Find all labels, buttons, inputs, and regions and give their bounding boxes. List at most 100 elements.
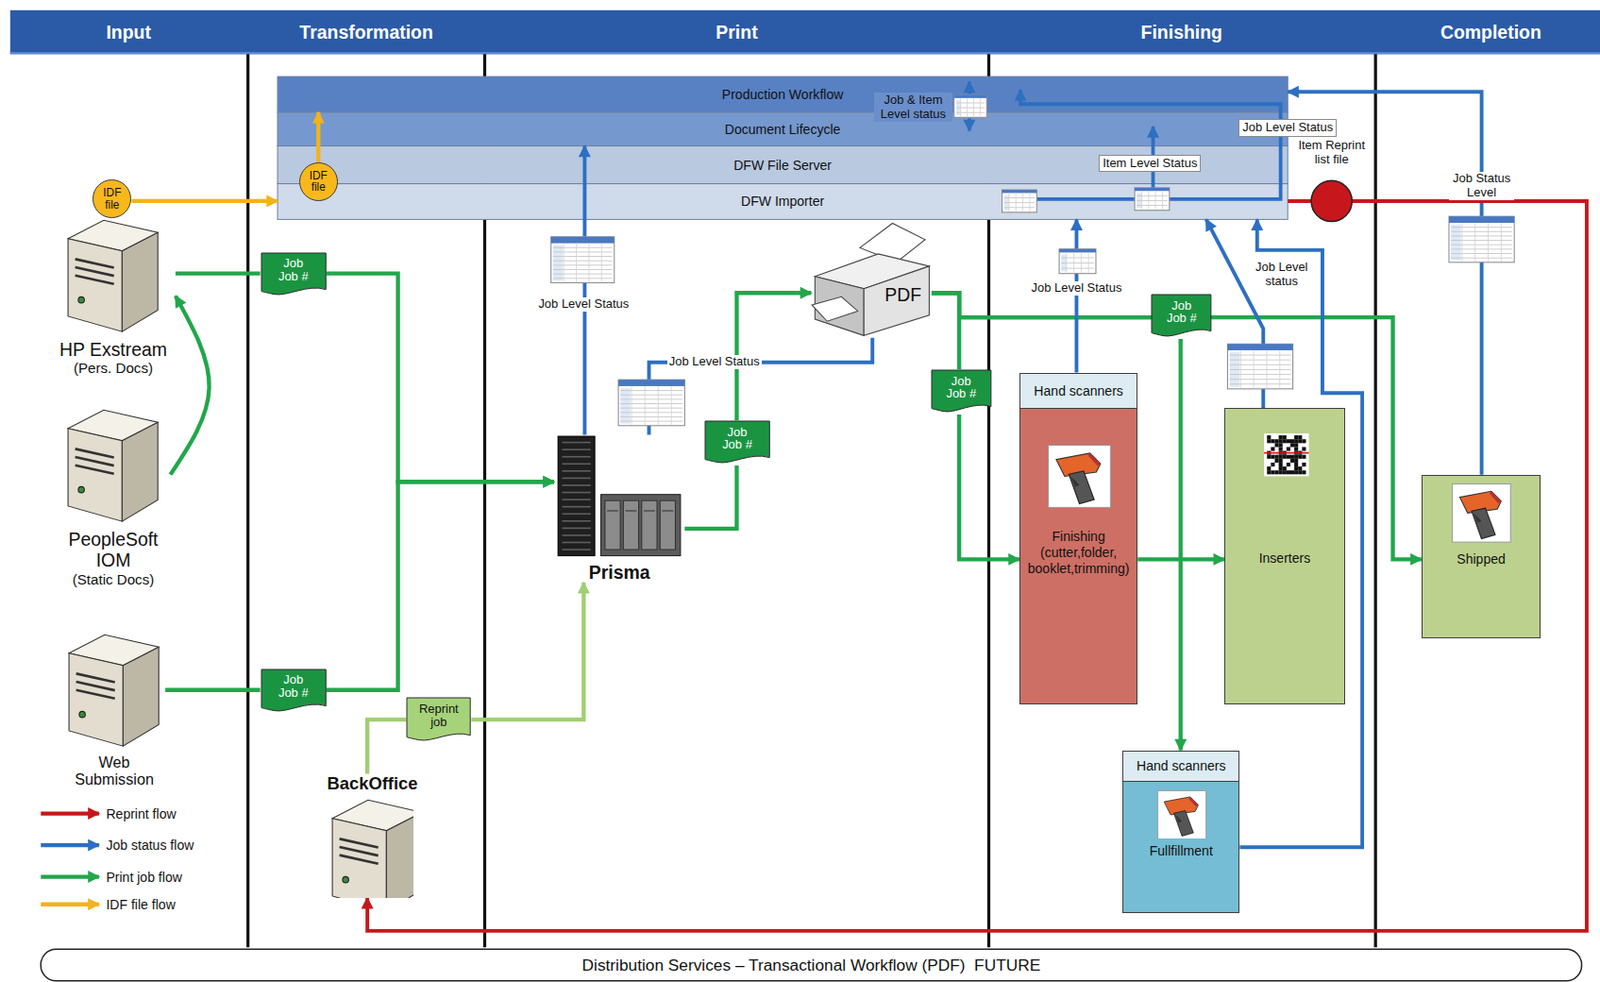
band-fill — [277, 146, 1288, 185]
edge-label: Job Level Status — [667, 354, 762, 370]
drawing-part — [75, 449, 115, 458]
print-server: Prisma — [554, 435, 685, 583]
station-label: Shipped — [1422, 551, 1540, 575]
drawing-part — [561, 548, 590, 551]
drawing-part — [561, 519, 590, 522]
drawing-part — [561, 470, 590, 472]
scanner-icon — [1154, 790, 1210, 840]
flow-connector — [367, 719, 406, 774]
drawing-part — [1473, 513, 1482, 523]
drawing-part — [618, 379, 685, 387]
drawing-part — [644, 386, 646, 425]
legend-label: Reprint flow — [105, 806, 176, 822]
label-holder: Completion — [1440, 21, 1542, 43]
drawing-part — [1022, 192, 1024, 211]
drawing-part — [954, 95, 988, 99]
column-heading: Transformation — [299, 21, 433, 43]
drawing-part — [1229, 373, 1292, 375]
drawing-part — [1253, 350, 1255, 388]
fulfillment-station: Hand scannersFullfillment — [1122, 750, 1240, 914]
drawing-part — [553, 260, 613, 262]
drawing-part — [1088, 252, 1090, 272]
printer-label: PDF — [884, 286, 932, 304]
legend-label: Print job flow — [105, 869, 182, 885]
drawing-part — [553, 264, 613, 266]
drawing-part — [960, 98, 961, 117]
label-holder: Transformation — [299, 21, 433, 43]
column-heading: Finishing — [1141, 21, 1223, 43]
column-heading: Print — [715, 21, 758, 43]
column-heading: Completion — [1440, 21, 1542, 43]
drawing-part — [551, 236, 615, 244]
drawing-part — [643, 509, 656, 511]
drawing-part — [620, 416, 683, 418]
flow-connector — [326, 273, 555, 483]
drawing-part — [561, 462, 590, 465]
drawing-part — [67, 238, 122, 332]
server-system: Web Submission — [63, 630, 166, 789]
document-label: Job Job # — [274, 673, 312, 699]
drawing-part — [79, 710, 85, 717]
status-note: Item Reprint list file — [1290, 137, 1374, 169]
drawing-part — [1263, 452, 1309, 455]
drawing-part — [342, 875, 349, 882]
drawing-part — [561, 454, 590, 457]
drawing-part — [1266, 439, 1271, 444]
label-holder: Finishing — [1141, 21, 1223, 43]
status-note: Job & Item Level status — [874, 92, 954, 123]
file-label: IDF file — [99, 186, 126, 211]
legend-item: Print job flow — [105, 869, 182, 885]
drawing-part — [551, 236, 615, 284]
label-holder: Job & Item Level status — [874, 92, 954, 123]
drawing-part — [561, 440, 590, 443]
server-icon — [67, 405, 159, 523]
edge-label: Job Level Status — [1029, 281, 1125, 296]
drawing-part — [1294, 435, 1298, 439]
document-label: Job Job # — [943, 374, 980, 401]
drawing-part — [1266, 471, 1271, 475]
drawing-part — [75, 465, 115, 474]
drawing-part — [624, 509, 637, 511]
edge-label-holder: Job Level Status — [667, 354, 762, 370]
flow-connector — [170, 295, 210, 474]
drawing-part — [10, 10, 1600, 54]
flow-connector — [931, 292, 1422, 559]
flow-connector — [1075, 218, 1079, 372]
drawing-part — [1294, 462, 1298, 467]
status-report-icon — [1134, 187, 1170, 211]
drawing-part — [553, 255, 613, 257]
job-document: Job Job # — [260, 668, 327, 714]
drawing-part — [979, 98, 981, 117]
legend-sample — [40, 810, 100, 815]
drawing-part — [68, 653, 123, 746]
drawing-part — [561, 512, 590, 515]
drawing-part — [1015, 192, 1017, 211]
drawing-part — [1282, 435, 1287, 439]
status-report-icon — [551, 236, 615, 284]
drawing-part — [1229, 383, 1292, 385]
printer: PDF — [810, 217, 932, 338]
drawing-part — [1229, 364, 1292, 366]
drawing-part — [1071, 476, 1080, 488]
drawing-part — [561, 484, 590, 487]
drawing-part — [811, 297, 859, 322]
drawing-part — [76, 690, 116, 699]
drawing-part — [561, 476, 590, 479]
drawing-part — [1028, 192, 1030, 211]
legend-sample — [40, 842, 100, 847]
drawing-part — [339, 838, 379, 847]
inserter-station: Inserters — [1224, 407, 1346, 704]
drawing-part — [1065, 252, 1067, 272]
drawing-part — [1286, 462, 1291, 467]
reprint-marker — [1311, 180, 1352, 221]
legend-sample — [40, 902, 100, 907]
drawing-part — [1147, 190, 1149, 209]
flow-connector — [931, 292, 1151, 318]
flow-connector — [165, 688, 261, 692]
status-line — [967, 117, 972, 131]
drawing-part — [859, 223, 926, 263]
header-bar — [10, 10, 1600, 54]
server-system: HP Exstream(Pers. Docs) — [50, 216, 176, 376]
label-holder: Print — [715, 21, 758, 43]
drawing-part — [1290, 471, 1295, 475]
